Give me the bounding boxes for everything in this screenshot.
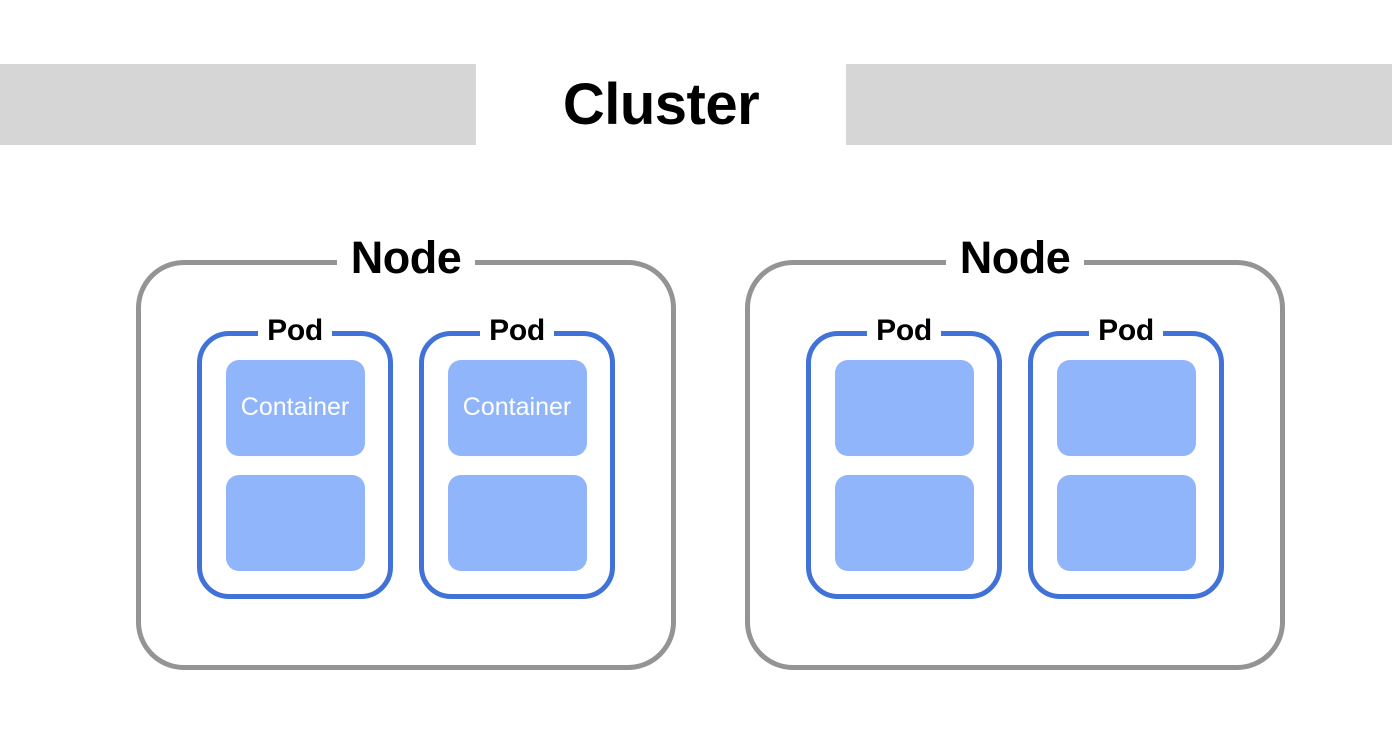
pod-container-0-0[interactable]: Pod Container bbox=[197, 315, 393, 599]
cluster-title: Cluster bbox=[476, 64, 846, 145]
node-container-0: Node Pod Container Pod Container bbox=[136, 233, 676, 670]
header-band-left-fill bbox=[0, 64, 476, 145]
container-box-0-0-1[interactable] bbox=[225, 474, 365, 571]
container-box-1-1-0[interactable] bbox=[1056, 359, 1196, 456]
pod-container-1-1[interactable]: Pod bbox=[1028, 315, 1224, 599]
pod-label-1-1: Pod bbox=[1033, 315, 1219, 347]
pod-label-text-1-0: Pod bbox=[867, 315, 941, 347]
pod-label-text-1-1: Pod bbox=[1089, 315, 1163, 347]
header-band-right-fill bbox=[846, 64, 1392, 145]
pod-container-0-1[interactable]: Pod Container bbox=[419, 315, 615, 599]
node-pods-row-0: Pod Container Pod Container bbox=[141, 265, 671, 665]
container-label-0-0-0: Container bbox=[240, 393, 350, 421]
cluster-header-band bbox=[0, 64, 1392, 145]
pod-container-1-0[interactable]: Pod bbox=[806, 315, 1002, 599]
pod-label-0-0: Pod bbox=[202, 315, 388, 347]
node-pods-row-1: Pod Pod bbox=[750, 265, 1280, 665]
pod-label-1-0: Pod bbox=[811, 315, 997, 347]
pod-label-text-0-0: Pod bbox=[258, 315, 332, 347]
pod-label-0-1: Pod bbox=[424, 315, 610, 347]
container-box-1-0-1[interactable] bbox=[834, 474, 974, 571]
container-box-1-1-1[interactable] bbox=[1056, 474, 1196, 571]
container-box-0-0-0[interactable]: Container bbox=[225, 359, 365, 456]
container-label-0-1-0: Container bbox=[462, 393, 572, 421]
container-box-1-0-0[interactable] bbox=[834, 359, 974, 456]
container-box-0-1-1[interactable] bbox=[447, 474, 587, 571]
node-container-1: Node Pod Pod bbox=[745, 233, 1285, 670]
pod-label-text-0-1: Pod bbox=[480, 315, 554, 347]
container-box-0-1-0[interactable]: Container bbox=[447, 359, 587, 456]
